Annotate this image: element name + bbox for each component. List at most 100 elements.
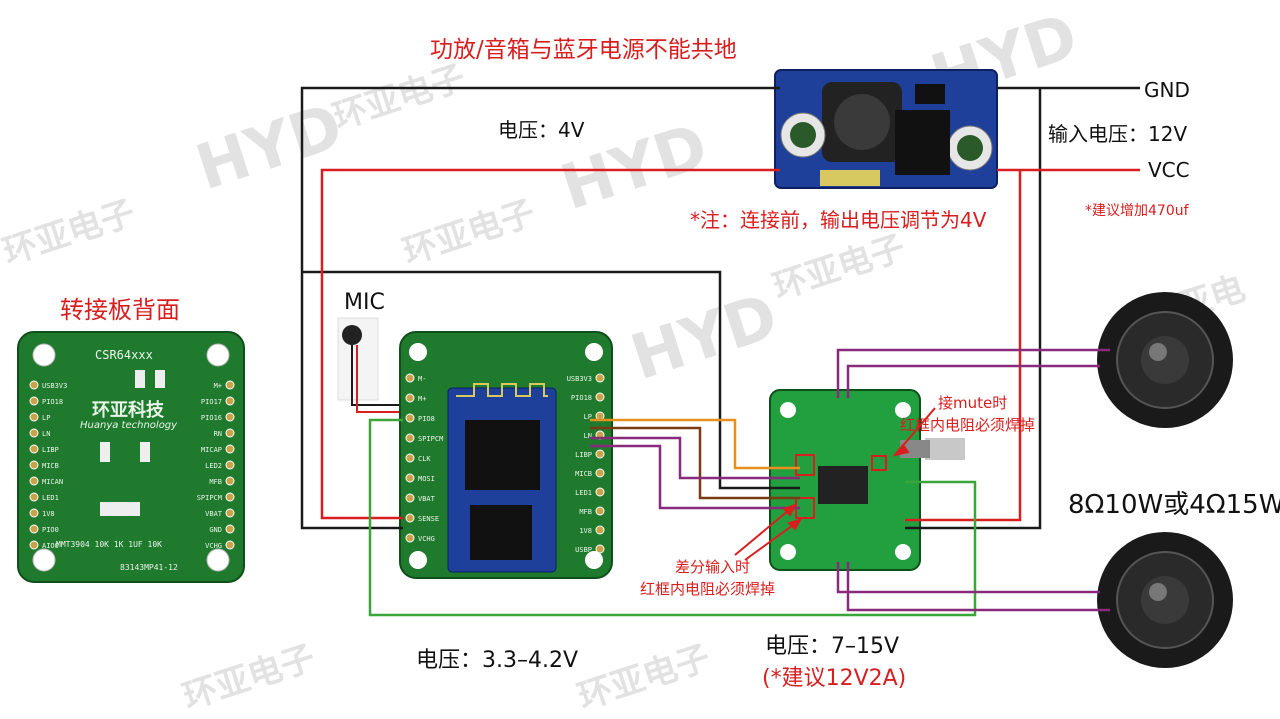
bt-right-pin-pad — [595, 392, 605, 402]
bt-right-pin-pad — [595, 373, 605, 383]
bt-left-pin-label: SPIPCM — [418, 435, 443, 443]
back-right-pin-pad — [225, 428, 235, 438]
back-right-pin-label: MICAP — [201, 446, 222, 454]
bt-left-pin-label: MOSI — [418, 475, 435, 483]
back-left-pin-label: MICB — [42, 462, 59, 470]
bt-left-pin-pad — [405, 433, 415, 443]
bt-right-pin-label: LN — [584, 432, 592, 440]
back-left-pin-pad — [29, 476, 39, 486]
note-capacitor: *建议增加470uf — [1085, 203, 1189, 219]
back-left-pin-label: LED1 — [42, 494, 59, 502]
back-right-pin-label: VCHG — [205, 542, 222, 550]
back-left-pin-label: PIO0 — [42, 526, 59, 534]
amplifier-board — [769, 389, 965, 571]
back-right-pin-label: PIO17 — [201, 398, 222, 406]
back-left-pin-label: LN — [42, 430, 50, 438]
back-right-pin-pad — [225, 460, 235, 470]
back-board-title: 转接板背面 — [60, 296, 180, 324]
mic-label: MIC — [344, 290, 385, 315]
back-right-pin-pad — [225, 380, 235, 390]
back-right-pin-pad — [225, 412, 235, 422]
wire-ground-bt — [368, 418, 977, 617]
back-right-pin-label: VBAT — [205, 510, 223, 518]
bt-left-pin-pad — [405, 493, 415, 503]
buck-converter — [774, 69, 998, 189]
bt-left-pin-label: M+ — [418, 395, 426, 403]
back-right-pin-pad — [225, 476, 235, 486]
back-right-pin-label: LED2 — [205, 462, 222, 470]
bt-right-pin-label: LP — [584, 413, 592, 421]
bt-right-pin-pad — [595, 544, 605, 554]
bt-left-pin-label: CLK — [418, 455, 431, 463]
bt-right-pin-pad — [595, 449, 605, 459]
back-right-pin-label: SPIPCM — [197, 494, 222, 502]
bt-left-pin-pad — [405, 453, 415, 463]
bt-right-pin-label: LIBP — [575, 451, 592, 459]
bt-right-pin-label: LED1 — [575, 489, 592, 497]
back-left-pin-pad — [29, 444, 39, 454]
back-right-pin-label: M+ — [214, 382, 222, 390]
back-left-pin-label: MICAN — [42, 478, 63, 486]
back-left-pin-label: LP — [42, 414, 50, 422]
back-left-pin-pad — [29, 460, 39, 470]
back-right-pin-label: RN — [214, 430, 222, 438]
voltage-amp-label: 电压：7–15V — [765, 634, 900, 659]
back-part-line: MMT3904 10K 1K 1UF 10K — [56, 540, 162, 549]
back-right-pin-pad — [225, 508, 235, 518]
speaker-bottom — [1097, 532, 1233, 668]
voltage-4v-label: 电压：4V — [498, 118, 585, 142]
bt-left-pin-label: PIO8 — [418, 415, 435, 423]
diagram-title: 功放/音箱与蓝牙电源不能共地 — [430, 37, 737, 63]
back-brand-cn: 环亚科技 — [92, 400, 164, 421]
bt-right-pin-label: USB3V3 — [567, 375, 592, 383]
mute-note-line2: 红框内电阻必须焊掉 — [900, 416, 1036, 434]
back-brand-en: Huanya technology — [80, 420, 178, 431]
bt-left-pin-pad — [405, 413, 415, 423]
speaker-spec-label: 8Ω10W或4Ω15W — [1068, 490, 1280, 520]
bt-left-pin-pad — [405, 513, 415, 523]
voltage-bt-label: 电压：3.3–4.2V — [416, 648, 579, 673]
bt-right-pin-pad — [595, 487, 605, 497]
back-chip-label: CSR64xxx — [95, 348, 153, 362]
back-model: 83143MP41-12 — [120, 563, 178, 572]
back-left-pin-label: 1V8 — [42, 510, 55, 518]
back-left-pin-pad — [29, 492, 39, 502]
voltage-amp-suggest: (*建议12V2A) — [762, 666, 907, 691]
bt-right-pin-label: USBP — [575, 546, 592, 554]
back-left-pin-pad — [29, 428, 39, 438]
back-right-pin-pad — [225, 492, 235, 502]
back-left-pin-label: LIBP — [42, 446, 59, 454]
bt-left-pin-label: VCHG — [418, 535, 435, 543]
bt-right-pin-pad — [595, 468, 605, 478]
bt-right-pin-label: PIO18 — [571, 394, 592, 402]
speaker-top — [1097, 292, 1233, 428]
bt-left-pin-pad — [405, 373, 415, 383]
bt-right-pin-label: 1V8 — [579, 527, 592, 535]
back-left-pin-label: USB3V3 — [42, 382, 67, 390]
back-left-pin-pad — [29, 508, 39, 518]
bt-right-pin-pad — [595, 506, 605, 516]
back-left-pin-label: PIO18 — [42, 398, 63, 406]
bt-left-pin-pad — [405, 473, 415, 483]
back-left-pin-label: AIO0 — [42, 542, 59, 550]
bt-left-pin-label: M- — [418, 375, 426, 383]
back-left-pin-pad — [29, 524, 39, 534]
wires-ground — [300, 86, 1140, 530]
back-right-pin-label: GND — [209, 526, 222, 534]
mute-note-line1: 接mute时 — [938, 394, 1008, 412]
mic-component — [337, 317, 405, 413]
back-right-pin-label: PIO16 — [201, 414, 222, 422]
bt-right-pin-pad — [595, 525, 605, 535]
back-right-pin-pad — [225, 444, 235, 454]
bt-left-pin-pad — [405, 533, 415, 543]
bt-left-pin-label: VBAT — [418, 495, 436, 503]
note-arrows — [734, 407, 936, 561]
wires-power — [320, 168, 1140, 522]
back-right-pin-pad — [225, 524, 235, 534]
back-left-pin-pad — [29, 412, 39, 422]
input-voltage-label: 输入电压：12V — [1048, 122, 1188, 146]
back-right-pin-label: MFB — [209, 478, 222, 486]
